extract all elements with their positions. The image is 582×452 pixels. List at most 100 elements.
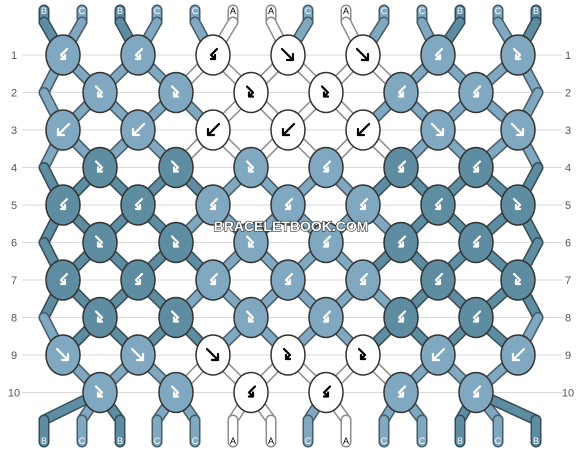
thread-label: C [154, 436, 161, 446]
thread-label: B [457, 6, 463, 16]
row-label: 6 [565, 238, 571, 250]
knot [500, 34, 536, 76]
knot-ellipse [233, 146, 269, 189]
row-label: 8 [11, 313, 17, 325]
back-forward-icon [472, 235, 482, 248]
knot [458, 371, 494, 414]
thread-label: C [154, 6, 161, 16]
knot-ellipse [308, 146, 344, 189]
thread-label: B [41, 6, 47, 16]
knot [45, 334, 81, 376]
forward-back-icon [170, 85, 180, 98]
knot-ellipse [82, 371, 118, 414]
knot [45, 259, 81, 301]
knot-ellipse [345, 334, 381, 376]
knot-ellipse [158, 146, 194, 189]
backward-icon [281, 122, 296, 137]
knot-ellipse [458, 371, 494, 414]
knot [308, 371, 344, 414]
back-forward-icon [322, 310, 332, 323]
knot-ellipse [458, 71, 494, 114]
knot-ellipse [308, 71, 344, 114]
row-label: 5 [11, 200, 17, 212]
row-label: 5 [565, 200, 571, 212]
back-forward-icon [322, 160, 332, 173]
knot [233, 371, 269, 414]
back-forward-icon [397, 85, 407, 98]
forward-back-icon [512, 272, 522, 286]
thread-label: C [192, 6, 199, 16]
knot [158, 146, 194, 189]
thread-label: A [268, 436, 274, 446]
row-label: 10 [8, 388, 20, 400]
knot [120, 109, 156, 151]
forward-back-icon [94, 235, 104, 248]
thread-label: C [305, 436, 312, 446]
thread-label: C [381, 436, 388, 446]
row-label: 7 [565, 275, 571, 287]
knot [345, 109, 381, 151]
forward-back-icon [512, 197, 522, 211]
back-forward-icon [59, 272, 69, 286]
knot-ellipse [233, 371, 269, 414]
knot-ellipse [383, 371, 419, 414]
knot [82, 71, 118, 114]
knot [308, 296, 344, 339]
forward-icon [130, 347, 145, 362]
knot-ellipse [120, 34, 156, 76]
knot [233, 71, 269, 114]
knot [420, 34, 456, 76]
backward-icon [356, 122, 371, 137]
back-forward-icon [359, 272, 369, 286]
knot-ellipse [458, 296, 494, 339]
knot [458, 146, 494, 189]
knot-ellipse [270, 184, 306, 226]
knot [158, 71, 194, 114]
knot [120, 334, 156, 376]
forward-back-icon [94, 160, 104, 173]
knot-ellipse [500, 184, 536, 226]
backward-icon [131, 122, 146, 137]
knot [120, 184, 156, 226]
thread-label: C [79, 6, 86, 16]
back-forward-icon [397, 160, 407, 173]
knot-ellipse [270, 334, 306, 376]
knot-ellipse [500, 34, 536, 76]
back-forward-icon [472, 385, 482, 398]
thread-label: A [230, 436, 236, 446]
forward-back-icon [170, 310, 180, 323]
knot [500, 334, 536, 376]
row-label: 3 [11, 125, 17, 137]
thread-label: A [268, 6, 274, 16]
knot-ellipse [308, 296, 344, 339]
back-forward-icon [209, 47, 219, 61]
thread-label: C [192, 436, 199, 446]
knot [458, 296, 494, 339]
row-label: 1 [565, 50, 571, 62]
knot [420, 184, 456, 226]
row-label: 7 [11, 275, 17, 287]
knot [500, 259, 536, 301]
knot-ellipse [383, 71, 419, 114]
knot [82, 296, 118, 339]
forward-back-icon [512, 47, 522, 61]
knot [195, 259, 231, 301]
knot-ellipse [45, 259, 81, 301]
back-forward-icon [134, 197, 144, 211]
knot-ellipse [82, 71, 118, 114]
knot-ellipse [345, 259, 381, 301]
forward-icon [280, 47, 295, 62]
knot [383, 146, 419, 189]
forward-back-icon [245, 160, 255, 173]
watermark: BRACELETBOOK.COM [214, 218, 369, 234]
thread-label: B [41, 436, 47, 446]
thread-label: B [457, 436, 463, 446]
knot [420, 334, 456, 376]
back-forward-icon [59, 47, 69, 61]
knot [233, 221, 269, 264]
knot [45, 184, 81, 226]
knot [383, 71, 419, 114]
row-label: 4 [11, 163, 17, 175]
